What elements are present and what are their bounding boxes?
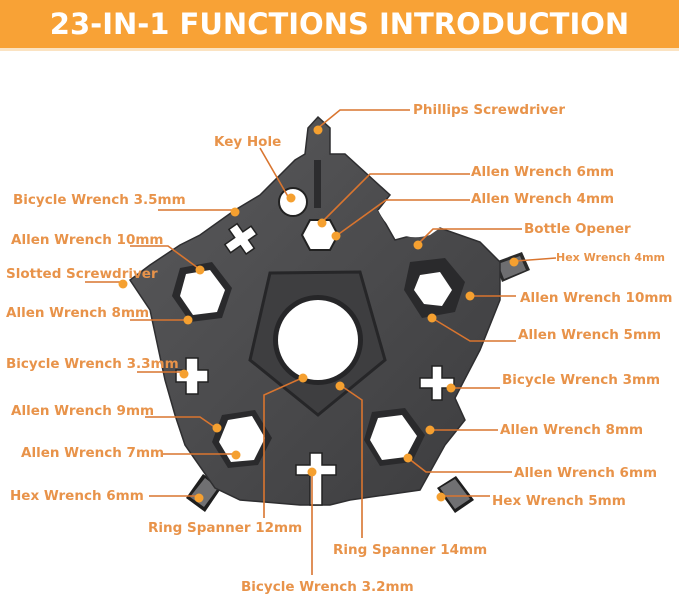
dot-allen-10-right [465, 291, 475, 301]
dot-hex-5 [436, 492, 446, 502]
leader-ring-12 [263, 377, 303, 518]
dot-bicycle-3-2 [307, 467, 317, 477]
leader-allen-9mm [145, 416, 217, 429]
label-bicycle-wrench-3-2mm: Bicycle Wrench 3.2mm [241, 579, 414, 595]
leader-ring-14 [339, 384, 363, 538]
label-slotted-screwdriver: Slotted Screwdriver [6, 266, 158, 282]
label-allen-wrench-6mm-top: Allen Wrench 6mm [471, 164, 615, 180]
label-hex-wrench-5mm: Hex Wrench 5mm [492, 493, 626, 509]
dot-allen-9 [212, 423, 222, 433]
label-key-hole: Key Hole [214, 134, 282, 150]
dot-bicycle-3-5 [230, 207, 240, 217]
dot-allen-7 [231, 450, 241, 460]
label-phillips-screwdriver: Phillips Screwdriver [413, 102, 565, 118]
leader-bottle-opener [416, 228, 522, 246]
banner-title: 23-IN-1 FUNCTIONS INTRODUCTION [49, 7, 630, 41]
hex-bit-4mm [495, 252, 530, 282]
dot-ring-14 [335, 381, 345, 391]
label-allen-wrench-4mm: Allen Wrench 4mm [471, 191, 615, 207]
dot-ring-12 [298, 373, 308, 383]
dot-bottle-opener [413, 240, 423, 250]
leader-phillips [317, 109, 410, 129]
leader-lines [85, 109, 557, 575]
dot-hex-4 [509, 257, 519, 267]
dot-slotted [118, 279, 128, 289]
dot-phillips [313, 125, 323, 135]
dot-allen-8-left [183, 315, 193, 325]
dot-allen-5 [427, 313, 437, 323]
title-banner: 23-IN-1 FUNCTIONS INTRODUCTION [0, 0, 679, 48]
dot-allen-4 [331, 231, 341, 241]
label-allen-wrench-9mm: Allen Wrench 9mm [11, 403, 155, 419]
label-allen-wrench-8mm-right: Allen Wrench 8mm [500, 422, 644, 438]
dot-bicycle-3 [446, 383, 456, 393]
label-allen-wrench-8mm-left: Allen Wrench 8mm [6, 305, 150, 321]
label-allen-wrench-5mm: Allen Wrench 5mm [518, 327, 662, 343]
label-hex-wrench-4mm: Hex Wrench 4mm [556, 251, 666, 264]
ring-spanner-hole [273, 295, 363, 385]
label-ring-spanner-14mm: Ring Spanner 14mm [333, 542, 488, 558]
label-bicycle-wrench-3-3mm: Bicycle Wrench 3.3mm [6, 356, 179, 372]
dot-allen-6-top [317, 218, 327, 228]
leader-allen-6mm-top [321, 173, 470, 223]
tool-cutouts [172, 160, 465, 506]
label-bottle-opener: Bottle Opener [524, 221, 631, 237]
label-allen-wrench-10mm-right: Allen Wrench 10mm [520, 290, 673, 306]
leader-key-hole [259, 147, 291, 201]
dot-allen-8-right [425, 425, 435, 435]
label-ring-spanner-12mm: Ring Spanner 12mm [148, 520, 303, 536]
hex-bit-5mm [437, 476, 474, 513]
leader-hex-4mm [515, 257, 557, 262]
dot-hex-6 [194, 493, 204, 503]
label-allen-wrench-10mm-left: Allen Wrench 10mm [11, 232, 164, 248]
dot-bicycle-3-3 [179, 369, 189, 379]
leader-allen-6-bottom [407, 457, 512, 473]
label-allen-wrench-6mm-bottom: Allen Wrench 6mm [514, 465, 658, 481]
dot-key-hole [286, 193, 296, 203]
leader-allen-5mm [431, 317, 516, 342]
banner-divider [0, 48, 679, 51]
leader-allen-4mm [335, 199, 470, 237]
label-allen-wrench-7mm: Allen Wrench 7mm [21, 445, 165, 461]
leader-allen-10-left [130, 245, 199, 269]
label-bicycle-wrench-3-5mm: Bicycle Wrench 3.5mm [13, 192, 186, 208]
dot-allen-6-bottom [403, 453, 413, 463]
label-hex-wrench-6mm: Hex Wrench 6mm [10, 488, 144, 504]
label-bicycle-wrench-3mm: Bicycle Wrench 3mm [502, 372, 661, 388]
dot-allen-10-left [195, 265, 205, 275]
marker-dots [118, 125, 519, 503]
